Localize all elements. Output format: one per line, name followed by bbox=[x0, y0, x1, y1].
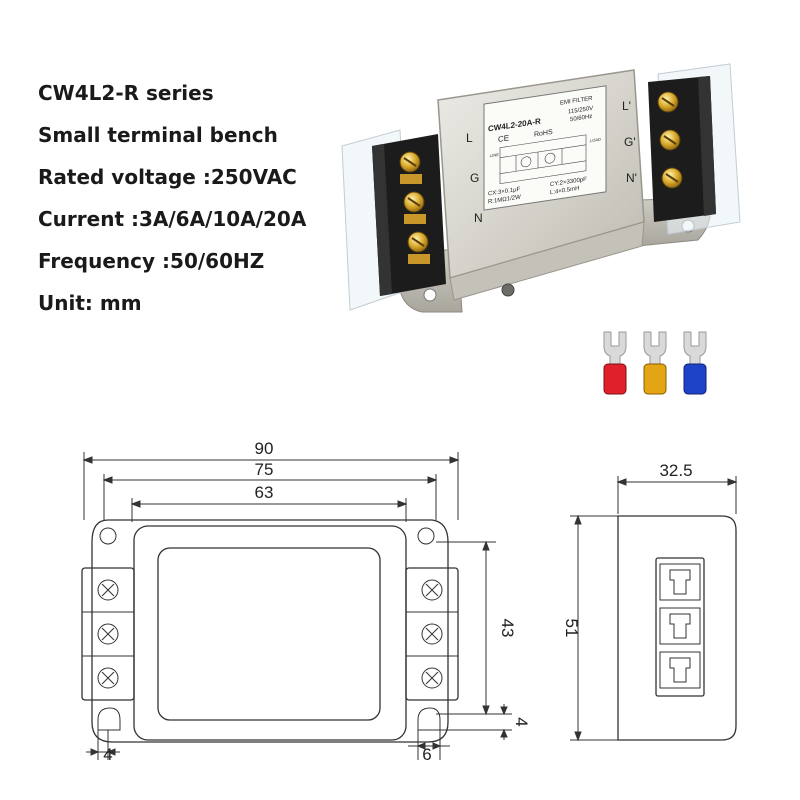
label-line: LINE bbox=[490, 152, 499, 158]
front-view bbox=[81, 452, 512, 760]
drawing-terminals-left bbox=[81, 567, 135, 701]
mount-hole-top-right bbox=[417, 527, 435, 545]
label-cy: CY:2×3300pF bbox=[550, 177, 587, 189]
circuit-schematic bbox=[499, 134, 587, 185]
spec-terminal: Small terminal bench bbox=[38, 123, 278, 147]
dim-hole-offset-left: 4 bbox=[103, 745, 112, 764]
terminal-block-right bbox=[648, 76, 716, 222]
dim-height: 51 bbox=[562, 619, 581, 638]
label-load: LOAD bbox=[590, 137, 601, 144]
label-r: R:1MΩ1/2W bbox=[488, 195, 521, 206]
dim-hole-spacing: 75 bbox=[255, 460, 274, 479]
label-ce-mark: CE bbox=[498, 133, 510, 144]
side-terminal-3 bbox=[659, 651, 701, 689]
dim-slot-width: 6 bbox=[422, 745, 431, 764]
right-n-label: N' bbox=[626, 171, 637, 185]
product-photo: L G N L' G' N' EMI FILTER CW4L2-20A-R 11… bbox=[341, 63, 741, 395]
label-rating-voltage: 115/250V bbox=[568, 106, 593, 116]
dimension-drawing: 90 75 63 32.5 43 51 4 4 6 bbox=[81, 439, 738, 764]
dim-hole-vertical: 43 bbox=[498, 619, 517, 638]
right-l-label: L' bbox=[622, 99, 631, 113]
dim-depth: 32.5 bbox=[659, 461, 692, 480]
label-rating-frequency: 50/60Hz bbox=[570, 114, 592, 123]
label-emi-filter: EMI FILTER bbox=[560, 96, 593, 107]
spade-lug-yellow bbox=[643, 331, 667, 395]
spec-frequency: Frequency :50/60HZ bbox=[38, 249, 265, 273]
spec-unit: Unit: mm bbox=[38, 291, 142, 315]
product-label: EMI FILTER CW4L2-20A-R 115/250V 50/60Hz … bbox=[483, 85, 607, 211]
dim-overall-width: 90 bbox=[255, 439, 274, 458]
mount-slot-bottom-left bbox=[97, 707, 121, 731]
spade-lug-blue bbox=[683, 331, 707, 395]
side-view bbox=[570, 476, 738, 742]
mount-hole-top-left bbox=[99, 527, 117, 545]
spec-series: CW4L2-R series bbox=[38, 81, 214, 105]
spec-list: CW4L2-R series Small terminal bench Rate… bbox=[38, 72, 306, 324]
left-g-label: G bbox=[470, 171, 479, 185]
spec-voltage: Rated voltage :250VAC bbox=[38, 165, 297, 189]
side-terminal-2 bbox=[659, 607, 701, 645]
terminal-block-left bbox=[372, 134, 446, 296]
dim-hole-offset-right: 4 bbox=[512, 717, 531, 726]
side-terminal-1 bbox=[659, 563, 701, 601]
mount-slot-bottom-right bbox=[417, 707, 441, 731]
dim-body-width: 63 bbox=[255, 483, 274, 502]
right-g-label: G' bbox=[624, 135, 636, 149]
label-l: L:4×0.5mH bbox=[550, 186, 579, 196]
spade-lug-red bbox=[603, 331, 627, 395]
left-n-label: N bbox=[474, 211, 483, 225]
label-rohs-mark: RoHS bbox=[534, 129, 553, 139]
drawing-terminals-right bbox=[405, 567, 459, 701]
left-l-label: L bbox=[466, 131, 473, 145]
spec-current: Current :3A/6A/10A/20A bbox=[38, 207, 307, 231]
label-cx: CX:3×0.1μF bbox=[488, 187, 521, 198]
